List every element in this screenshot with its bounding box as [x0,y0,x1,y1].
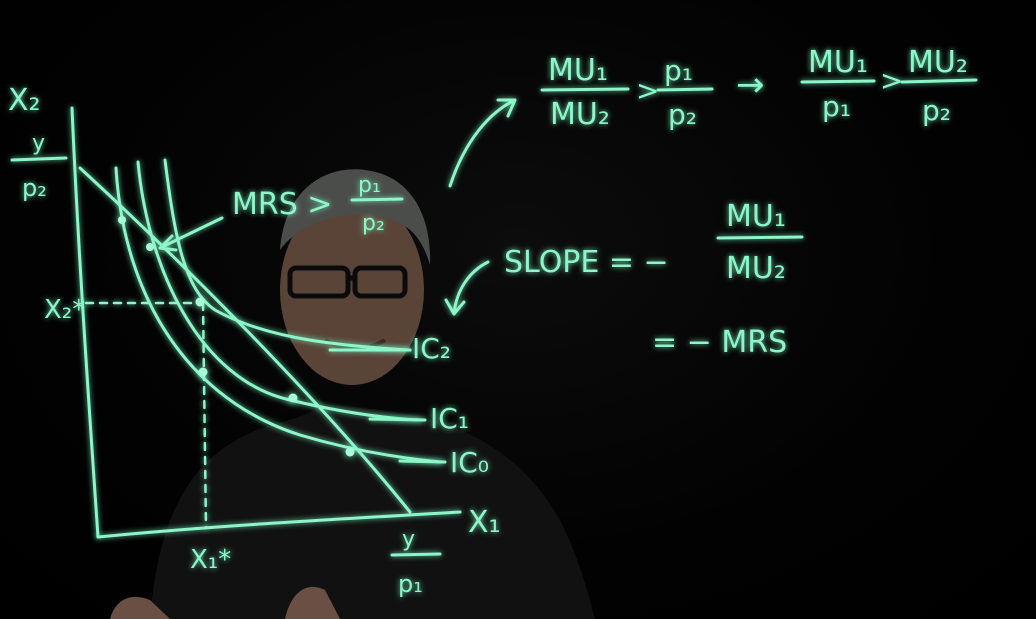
bundle-point-ic0-budget [198,367,208,377]
x-axis-label: X₁ [468,505,501,540]
top-f2-bar [656,87,714,92]
slope-numerator: MU₁ [726,199,786,234]
slope-line2: = − MRS [652,325,787,360]
top-f4-denominator: p₂ [922,94,951,127]
x-intercept-denominator: p₁ [398,570,423,598]
indifference-curve-ic0 [114,166,442,464]
curved-arrow-up [448,98,517,188]
top-f2-denominator: p₂ [668,98,697,131]
bundle-point-optimum [288,393,298,403]
presenter [110,169,595,619]
top-f4-bar [900,78,978,84]
top-arrow: → [736,65,765,105]
mrs-note-fraction-bar [350,197,404,202]
bundle-point-left [118,216,126,224]
top-f1-numerator: MU₁ [548,53,608,88]
ic1-label: IC₁ [430,402,469,435]
top-gt-1: > [636,74,659,107]
mrs-note-lhs: MRS > [232,187,332,222]
top-f2-numerator: p₁ [664,54,693,87]
slope-fraction-bar [716,235,804,240]
ic0-leader [398,459,447,464]
bundle-point-mrs [146,243,154,251]
mrs-note-numerator: p₁ [358,173,381,198]
x1-star-label: X₁* [190,545,231,575]
curved-arrow-down [444,260,490,316]
x-intercept-fraction-bar [390,552,442,557]
y-axis [70,106,100,539]
ic2-label: IC₂ [412,332,451,365]
y-intercept-fraction-bar [10,156,68,162]
y-intercept-denominator: p₂ [22,174,47,202]
indifference-curve-ic1 [136,160,422,422]
y-axis-label: X₂ [8,83,41,118]
slope-denominator: MU₂ [726,251,786,286]
top-f4-numerator: MU₂ [908,45,968,80]
top-f3-denominator: p₁ [822,90,851,123]
top-f3-bar [800,79,876,84]
mrs-note-denominator: p₂ [362,211,385,236]
indifference-curve-ic2 [163,158,412,352]
top-f3-numerator: MU₁ [808,45,868,80]
budget-line [78,166,412,514]
x1-star-guide [201,301,208,530]
x-axis [96,510,462,539]
ic1-leader [368,417,427,422]
top-gt-2: > [880,64,903,97]
ic0-label: IC₀ [450,446,489,479]
slope-lhs: SLOPE = − [504,245,669,280]
bundle-point-lower [345,447,355,457]
mrs-pointer-arrow [158,216,224,252]
top-f1-denominator: MU₂ [550,97,610,132]
bundle-point-upper [195,297,205,307]
x2-star-label: X₂* [44,295,85,325]
y-intercept-numerator: y [32,131,45,156]
x-intercept-numerator: y [402,527,415,552]
top-f1-bar [540,87,630,92]
